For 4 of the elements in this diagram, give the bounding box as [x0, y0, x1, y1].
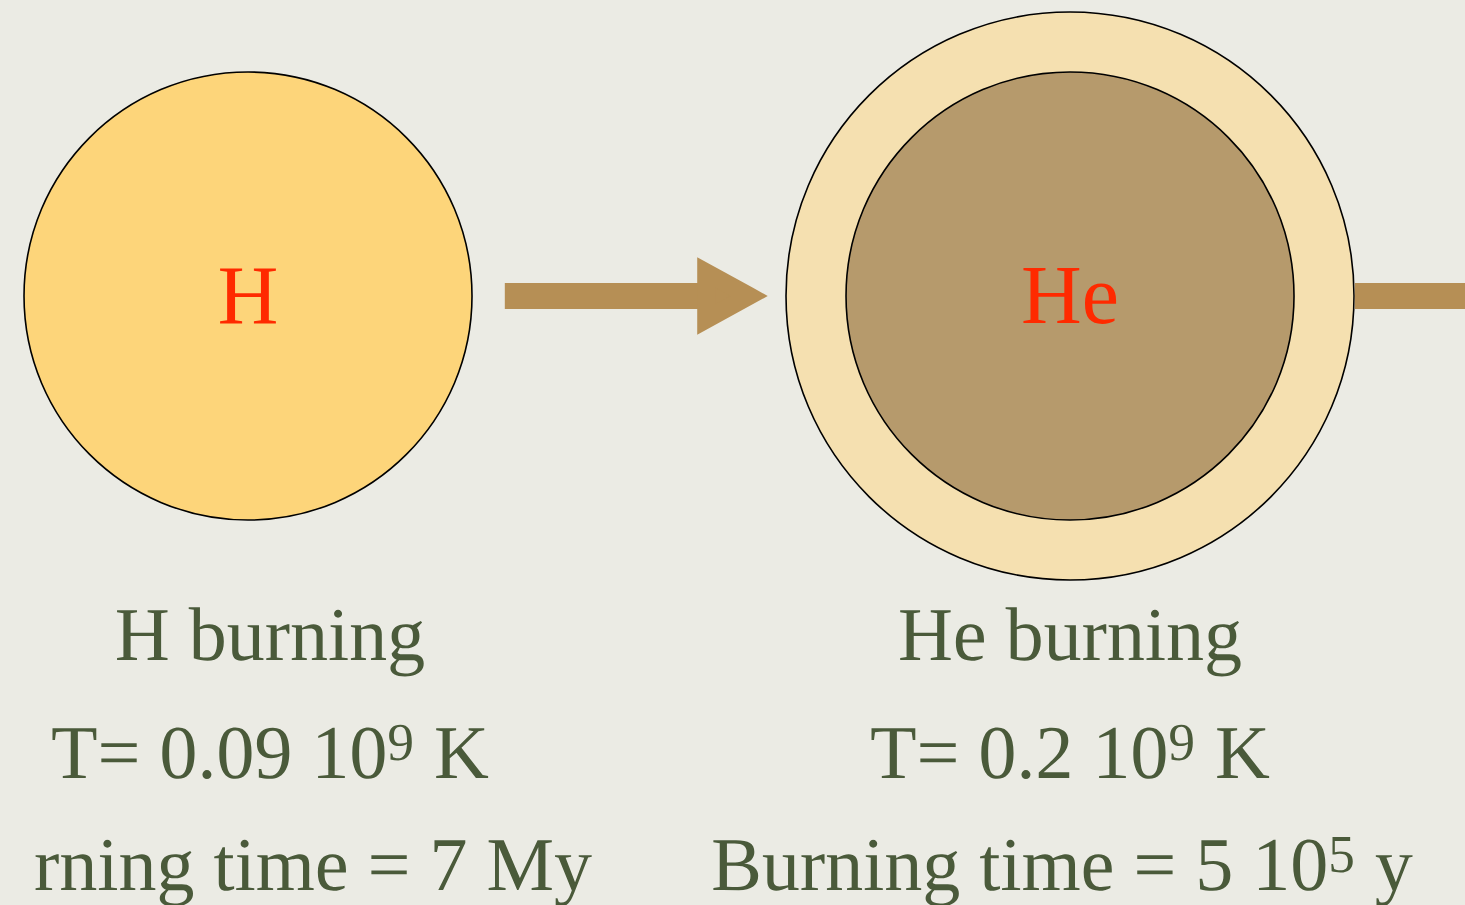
caption-text: T= 0.2 10$^{9}$ K — [871, 724, 1270, 780]
caption-text: T= 0.09 10$^{9}$ K — [52, 724, 489, 780]
caption-text: He burning — [900, 607, 1241, 677]
caption-text: H burning — [117, 607, 424, 677]
